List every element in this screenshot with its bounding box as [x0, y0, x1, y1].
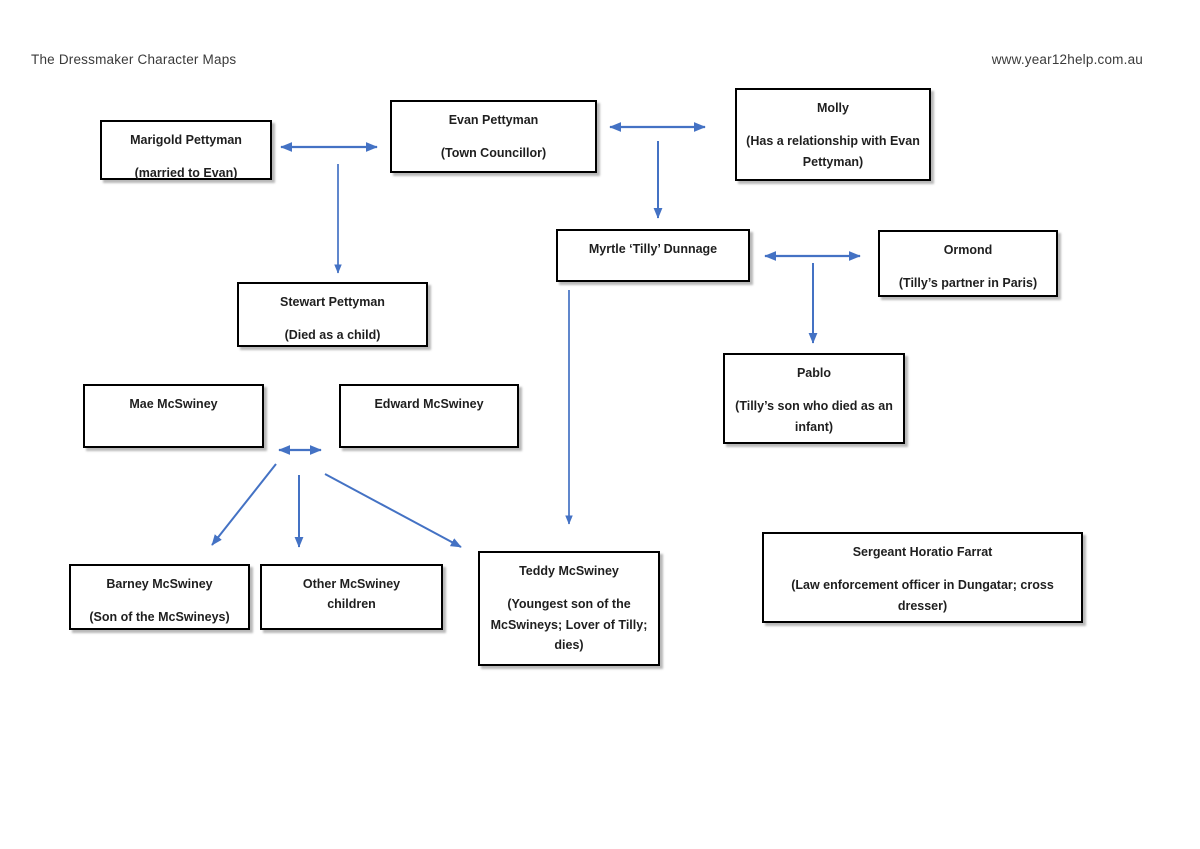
character-box-stewart-pettyman: Stewart Pettyman (Died as a child) [237, 282, 428, 347]
character-box-mae-mcswiney: Mae McSwiney [83, 384, 264, 448]
character-box-evan-pettyman: Evan Pettyman (Town Councillor) [390, 100, 597, 173]
character-description: (Tilly’s partner in Paris) [898, 276, 1038, 290]
character-name: Evan Pettyman [448, 113, 539, 127]
character-box-marigold-pettyman: Marigold Pettyman (married to Evan) [100, 120, 272, 180]
character-description: (Youngest son of the McSwineys; Lover of… [490, 597, 648, 652]
character-name: Pablo [796, 366, 832, 380]
character-box-other-mcswiney-children: Other McSwiney children [260, 564, 443, 630]
character-box-myrtle-tilly-dunnage: Myrtle ‘Tilly’ Dunnage [556, 229, 750, 282]
character-name: Sergeant Horatio Farrat [852, 545, 993, 559]
website-url: www.year12help.com.au [991, 52, 1143, 67]
character-description: (Has a relationship with Evan Pettyman) [746, 134, 920, 169]
character-name: Marigold Pettyman [130, 133, 242, 147]
character-name: Myrtle ‘Tilly’ Dunnage [588, 242, 718, 256]
arrow-to-barney [211, 463, 277, 546]
character-box-teddy-mcswiney: Teddy McSwiney (Youngest son of the McSw… [478, 551, 660, 666]
character-name: Molly [817, 101, 849, 115]
character-box-sergeant-horatio-farrat: Sergeant Horatio Farrat (Law enforcement… [762, 532, 1083, 623]
character-description: (Tilly’s son who died as an infant) [735, 399, 893, 434]
character-box-barney-mcswiney: Barney McSwiney (Son of the McSwineys) [69, 564, 250, 630]
character-box-edward-mcswiney: Edward McSwiney [339, 384, 519, 448]
character-name: Other McSwiney children [302, 577, 401, 611]
character-box-ormond: Ormond (Tilly’s partner in Paris) [878, 230, 1058, 297]
character-box-pablo: Pablo (Tilly’s son who died as an infant… [723, 353, 905, 444]
page-title: The Dressmaker Character Maps [31, 52, 237, 67]
character-name: Teddy McSwiney [519, 564, 619, 578]
character-description: (Town Councillor) [440, 146, 547, 160]
character-name: Barney McSwiney [106, 577, 213, 591]
character-box-molly: Molly (Has a relationship with Evan Pett… [735, 88, 931, 181]
character-name: Stewart Pettyman [280, 295, 385, 309]
character-name: Ormond [943, 243, 993, 257]
character-description: (Died as a child) [284, 328, 381, 342]
character-description: (married to Evan) [134, 166, 238, 180]
character-name: Mae McSwiney [129, 397, 218, 411]
character-description: (Law enforcement officer in Dungatar; cr… [791, 578, 1054, 613]
character-name: Edward McSwiney [374, 397, 484, 411]
character-description: (Son of the McSwineys) [89, 610, 230, 624]
arrow-to-teddy [324, 473, 462, 548]
